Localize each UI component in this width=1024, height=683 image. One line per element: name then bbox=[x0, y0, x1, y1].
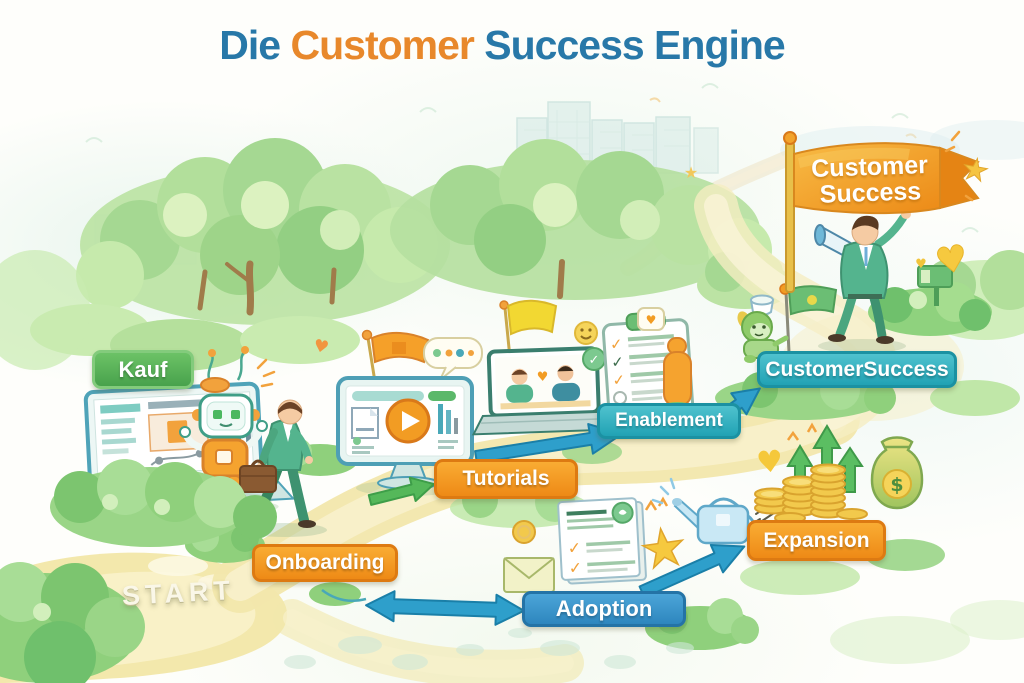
arrow-onboarding-adoption bbox=[365, 590, 525, 626]
star-icon: ★ bbox=[636, 516, 691, 582]
page-title: Die Customer Success Engine bbox=[0, 22, 1004, 69]
title-prefix: Die bbox=[219, 22, 281, 68]
heart-icon: ♥ bbox=[312, 336, 331, 359]
pebbles bbox=[284, 628, 694, 670]
heart-icon: ♥ bbox=[915, 257, 927, 272]
growth-illustration: ♥ $ bbox=[754, 422, 924, 524]
bushes-foreground bbox=[0, 459, 694, 683]
stage-badge-onboarding: Onboarding bbox=[252, 544, 398, 582]
tutorial-flag bbox=[361, 329, 430, 383]
goal-flag-text: Customer Success bbox=[798, 149, 942, 212]
dollar-sign: $ bbox=[890, 474, 903, 496]
star-icon: ★ bbox=[959, 151, 992, 190]
stage-badge-expansion: Expansion bbox=[747, 520, 886, 561]
adoption-documents: ✓ ✓ bbox=[557, 497, 647, 585]
swoosh-line bbox=[321, 589, 367, 602]
sky-leaves bbox=[85, 83, 979, 233]
goal-flag-pole bbox=[785, 141, 795, 293]
stage-badge-tutorials: Tutorials bbox=[434, 459, 578, 499]
check-icon: ✓ bbox=[568, 558, 582, 578]
heart-icon: ♥ bbox=[932, 238, 971, 284]
video-call-laptop: ♥ bbox=[471, 346, 620, 436]
start-label: START bbox=[121, 575, 236, 611]
check-icon: ✓ bbox=[589, 353, 600, 368]
robot-eye bbox=[231, 410, 240, 419]
envelope-icon bbox=[503, 557, 555, 593]
success-champion bbox=[814, 209, 911, 353]
doc-icon bbox=[351, 407, 379, 454]
coin-icon bbox=[512, 520, 536, 544]
heart-icon: ♥ bbox=[536, 370, 548, 385]
check-icon: ✓ bbox=[609, 335, 623, 354]
check-icon: ✓ bbox=[567, 538, 581, 558]
stage-badge-customersuccess: CustomerSuccess bbox=[757, 351, 957, 388]
star-icon: ★ bbox=[684, 163, 698, 182]
robot-eye bbox=[213, 410, 222, 419]
sparkle-lines bbox=[256, 358, 276, 388]
mailbox-icon bbox=[917, 257, 953, 306]
heart-icon: ♥ bbox=[646, 313, 657, 327]
heart-tag: ♥ bbox=[637, 307, 665, 331]
walking-customer bbox=[239, 399, 327, 537]
arrow-to-tutorials bbox=[367, 476, 436, 506]
check-icon: ✓ bbox=[612, 371, 626, 390]
celebration-sparkles: ★ ★ bbox=[684, 130, 992, 202]
mascot-with-flag bbox=[737, 283, 838, 363]
goal-flag bbox=[783, 131, 980, 293]
check-icon: ✓ bbox=[611, 353, 625, 372]
title-suffix: Success Engine bbox=[484, 22, 785, 68]
briefcase bbox=[239, 459, 277, 493]
stage-badge-enablement: Enablement bbox=[597, 403, 741, 439]
star-burst: ★ bbox=[635, 496, 691, 583]
heart-icon: ♥ bbox=[755, 444, 785, 481]
speech-bubble bbox=[423, 337, 483, 381]
stage-badge-adoption: Adoption bbox=[522, 591, 686, 627]
money-bag-icon: $ bbox=[870, 436, 924, 510]
stage-badge-kauf: Kauf bbox=[92, 350, 194, 389]
title-highlight: Customer bbox=[290, 22, 474, 68]
goal-flag-line2: Success bbox=[819, 177, 922, 209]
